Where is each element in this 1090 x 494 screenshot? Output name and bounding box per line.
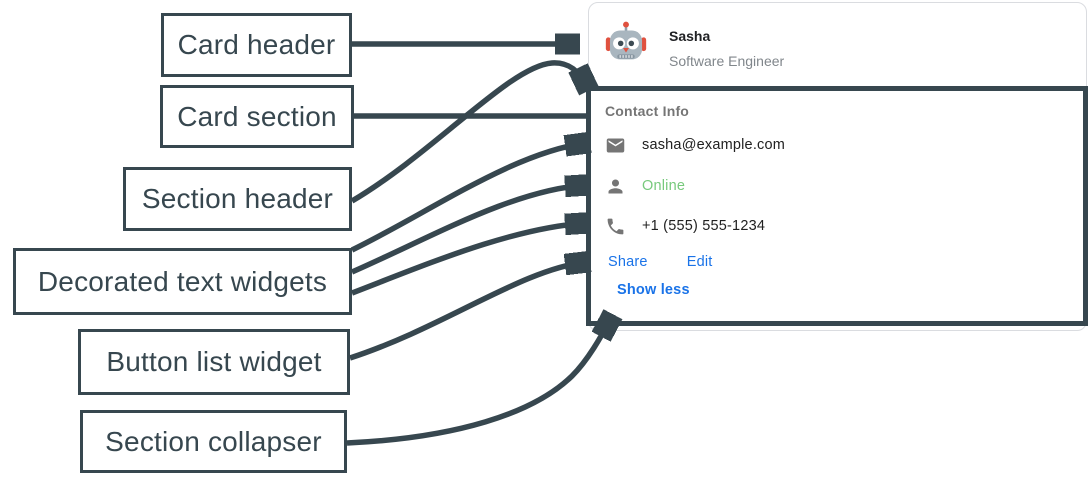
- status-text: Online: [642, 178, 686, 194]
- decorated-text-phone: +1 (555) 555-1234: [605, 215, 765, 237]
- arrow-decorated-text-2: [350, 185, 586, 275]
- section-collapser-button[interactable]: Show less: [617, 282, 690, 298]
- edit-button[interactable]: Edit: [686, 254, 713, 270]
- card-title: Sasha: [669, 28, 711, 44]
- label-section-collapser: Section collapser: [80, 410, 347, 473]
- decorated-text-status: Online: [605, 175, 685, 197]
- phone-icon: [605, 216, 626, 237]
- label-decorated-text-widgets: Decorated text widgets: [13, 248, 352, 315]
- share-button[interactable]: Share: [608, 254, 648, 270]
- arrow-decorated-text-1: [350, 143, 586, 253]
- arrow-decorated-text-3: [351, 223, 586, 296]
- label-card-section: Card section: [160, 85, 354, 148]
- arrow-section-header: [350, 60, 587, 204]
- arrow-section-collapser: [346, 318, 611, 446]
- section-header: Contact Info: [605, 103, 690, 119]
- phone-text: +1 (555) 555-1234: [642, 218, 766, 234]
- label-card-header: Card header: [161, 13, 352, 77]
- label-section-header: Section header: [123, 167, 352, 231]
- person-icon: [605, 176, 626, 197]
- button-list: Share Edit: [608, 254, 713, 270]
- card-section: Contact Info sasha@example.com Online: [586, 86, 1088, 326]
- arrow-button-list: [349, 262, 586, 361]
- label-button-list-widget: Button list widget: [78, 329, 350, 395]
- mail-icon: [605, 135, 626, 156]
- robot-avatar-icon: [604, 20, 648, 64]
- card-header: Sasha Software Engineer: [589, 3, 1086, 86]
- card-subtitle: Software Engineer: [669, 53, 785, 69]
- contact-card: Sasha Software Engineer Contact Info sas…: [586, 2, 1088, 331]
- email-text: sasha@example.com: [642, 137, 786, 153]
- decorated-text-email: sasha@example.com: [605, 134, 785, 156]
